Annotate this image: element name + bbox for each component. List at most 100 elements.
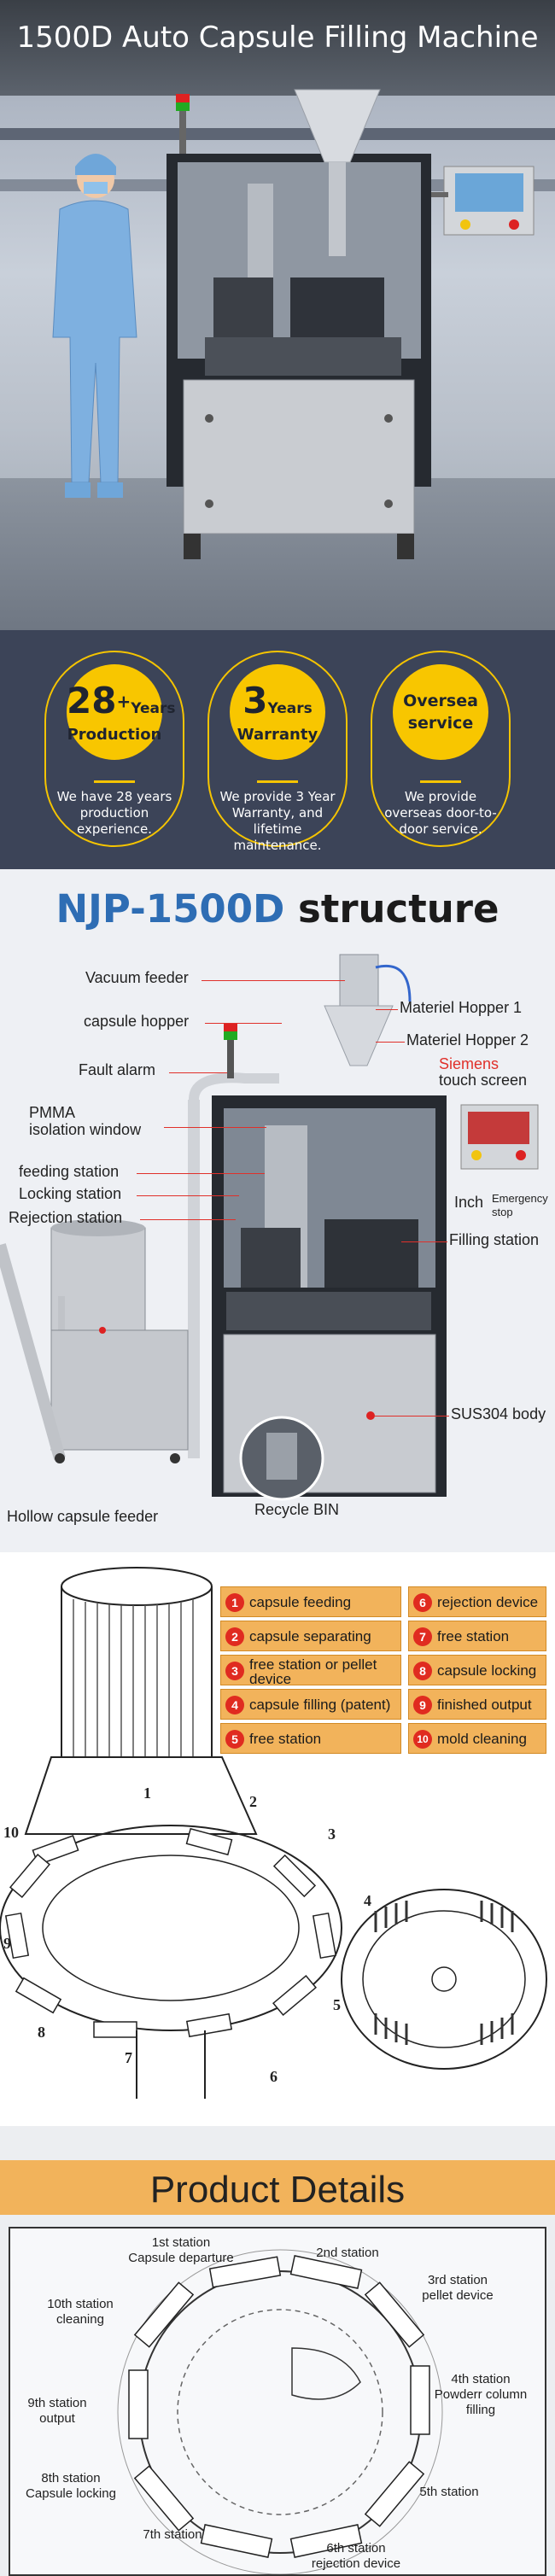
turntable-line-drawing xyxy=(0,1567,547,2099)
turntable-number: 9 xyxy=(3,1935,11,1952)
legend-number: 2 xyxy=(225,1627,244,1646)
leader-line xyxy=(164,1127,266,1128)
badge-circle: 28+Years Production xyxy=(67,664,175,760)
station-4-desc: Powderr column xyxy=(434,2387,528,2402)
turntable-number: 8 xyxy=(38,2024,45,2041)
station-9-desc: output xyxy=(39,2411,75,2426)
badge-number: 28 xyxy=(67,680,117,721)
legend-item-8: 8 capsule locking xyxy=(408,1655,546,1685)
structure-title-rest: structure xyxy=(298,886,500,932)
station-3-desc: pellet device xyxy=(422,2288,494,2303)
label-fault-alarm: Fault alarm xyxy=(79,1061,156,1078)
station-1-desc: Capsule departure xyxy=(128,2251,234,2265)
label-rejection-station: Rejection station xyxy=(9,1209,123,1226)
legend-number: 7 xyxy=(413,1627,432,1646)
station-6-desc: rejection device xyxy=(311,2556,401,2571)
station-5-title: 5th station xyxy=(419,2485,479,2499)
legend-item-10: 10 mold cleaning xyxy=(408,1723,546,1754)
legend-text: free station or pellet device xyxy=(249,1656,377,1687)
legend-text: free station xyxy=(437,1628,510,1644)
ceiling-beam xyxy=(0,128,555,140)
leader-line xyxy=(169,1072,227,1073)
label-vacuum-feeder: Vacuum feeder xyxy=(85,969,189,986)
machine-structure-illustration xyxy=(0,954,539,1501)
badge-warranty: 3Years Warranty We provide 3 Year Warran… xyxy=(207,651,348,853)
leader-line xyxy=(205,1023,282,1024)
label-siemens: Siemens xyxy=(439,1055,500,1072)
turntable-number: 3 xyxy=(328,1825,336,1843)
label-materiel-hopper-2: Materiel Hopper 2 xyxy=(406,1031,529,1049)
badge-label: Warranty xyxy=(237,726,318,744)
leader-line xyxy=(137,1195,239,1196)
station-8-desc: Capsule locking xyxy=(26,2486,116,2501)
station-3-title: 3rd station xyxy=(427,2273,488,2287)
badge-unit: Years xyxy=(131,700,176,717)
turntable-number: 2 xyxy=(249,1793,257,1810)
model-name: NJP-1500D xyxy=(56,886,285,932)
label-emergency: Emergency xyxy=(492,1192,548,1205)
legend-text: rejection device xyxy=(437,1594,539,1610)
badge-divider xyxy=(257,780,298,783)
label-materiel-hopper-1: Materiel Hopper 1 xyxy=(400,999,523,1016)
station-10-title: 10th station xyxy=(47,2297,114,2311)
legend-number: 10 xyxy=(413,1730,432,1749)
label-locking-station: Locking station xyxy=(19,1185,122,1202)
label-filling-station: Filling station xyxy=(449,1231,540,1248)
badge-description: We provide 3 Year Warranty, and lifetime… xyxy=(219,789,336,853)
page-title: 1500D Auto Capsule Filling Machine xyxy=(16,20,539,55)
legend-item-5: 5 free station xyxy=(220,1723,401,1754)
badge-divider xyxy=(94,780,135,783)
turntable-number: 1 xyxy=(143,1785,151,1802)
legend-item-3: 3 free station or pellet device xyxy=(220,1655,401,1686)
station-4-title: 4th station xyxy=(451,2372,511,2386)
legend-number: 9 xyxy=(413,1696,432,1714)
label-touch-screen: touch screen xyxy=(439,1072,528,1089)
legend-text: capsule feeding xyxy=(249,1594,352,1610)
badge-circle: Oversea service xyxy=(393,664,488,760)
badge-label: Production xyxy=(67,726,162,744)
structure-section: NJP-1500D structure xyxy=(0,869,555,1552)
legend-item-2: 2 capsule separating xyxy=(220,1621,401,1651)
station-9-title: 9th station xyxy=(27,2396,87,2410)
legend-item-9: 9 finished output xyxy=(408,1689,546,1720)
leader-line xyxy=(140,1219,236,1220)
leader-line xyxy=(374,1416,449,1417)
label-capsule-hopper: capsule hopper xyxy=(84,1013,190,1030)
legend-text: capsule locking xyxy=(437,1662,537,1679)
turntable-number: 7 xyxy=(125,2049,132,2066)
leader-line xyxy=(202,980,345,981)
legend-item-4: 4 capsule filling (patent) xyxy=(220,1689,401,1720)
product-details-section: Product Details 1st station Capsule depa… xyxy=(0,2126,555,2576)
badge-circle: 3Years Warranty xyxy=(230,664,325,760)
legend-number: 5 xyxy=(225,1730,244,1749)
badge-description: We have 28 years production experience. xyxy=(56,789,172,837)
legend-number: 1 xyxy=(225,1593,244,1612)
structure-title: NJP-1500D structure xyxy=(0,886,555,932)
label-pmma: PMMA xyxy=(29,1104,75,1121)
label-hollow-capsule-feeder: Hollow capsule feeder xyxy=(7,1508,159,1525)
legend-text: free station xyxy=(249,1731,322,1747)
station-7-title: 7th station xyxy=(143,2527,202,2542)
turntable-number: 6 xyxy=(270,2068,278,2085)
details-title-bar: Product Details xyxy=(0,2160,555,2215)
station-8-title: 8th station xyxy=(41,2471,101,2485)
badges-section: 28+Years Production We have 28 years pro… xyxy=(0,630,555,869)
badge-number: 3 xyxy=(242,680,268,721)
badge-divider xyxy=(420,780,461,783)
details-title: Product Details xyxy=(149,2169,406,2211)
legend-text: mold cleaning xyxy=(437,1731,527,1747)
badge-production: 28+Years Production We have 28 years pro… xyxy=(44,651,184,847)
turntable-section: 1 2 3 4 5 6 7 8 9 10 1 capsule feeding 2… xyxy=(0,1552,555,2126)
legend-number: 8 xyxy=(413,1662,432,1680)
badge-unit: Years xyxy=(267,700,313,717)
label-isolation-window: isolation window xyxy=(29,1121,142,1138)
legend-text: capsule filling (patent) xyxy=(249,1697,391,1713)
legend-text: finished output xyxy=(437,1697,532,1713)
label-recycle-bin: Recycle BIN xyxy=(254,1501,340,1518)
legend-item-7: 7 free station xyxy=(408,1621,546,1651)
station-diagram-frame: 1st station Capsule departure 2nd statio… xyxy=(9,2227,546,2576)
capsule-filling-machine-photo xyxy=(52,89,535,559)
turntable-number: 10 xyxy=(3,1824,19,1841)
label-feeding-station: feeding station xyxy=(19,1163,120,1180)
station-ring-diagram xyxy=(117,2249,443,2574)
